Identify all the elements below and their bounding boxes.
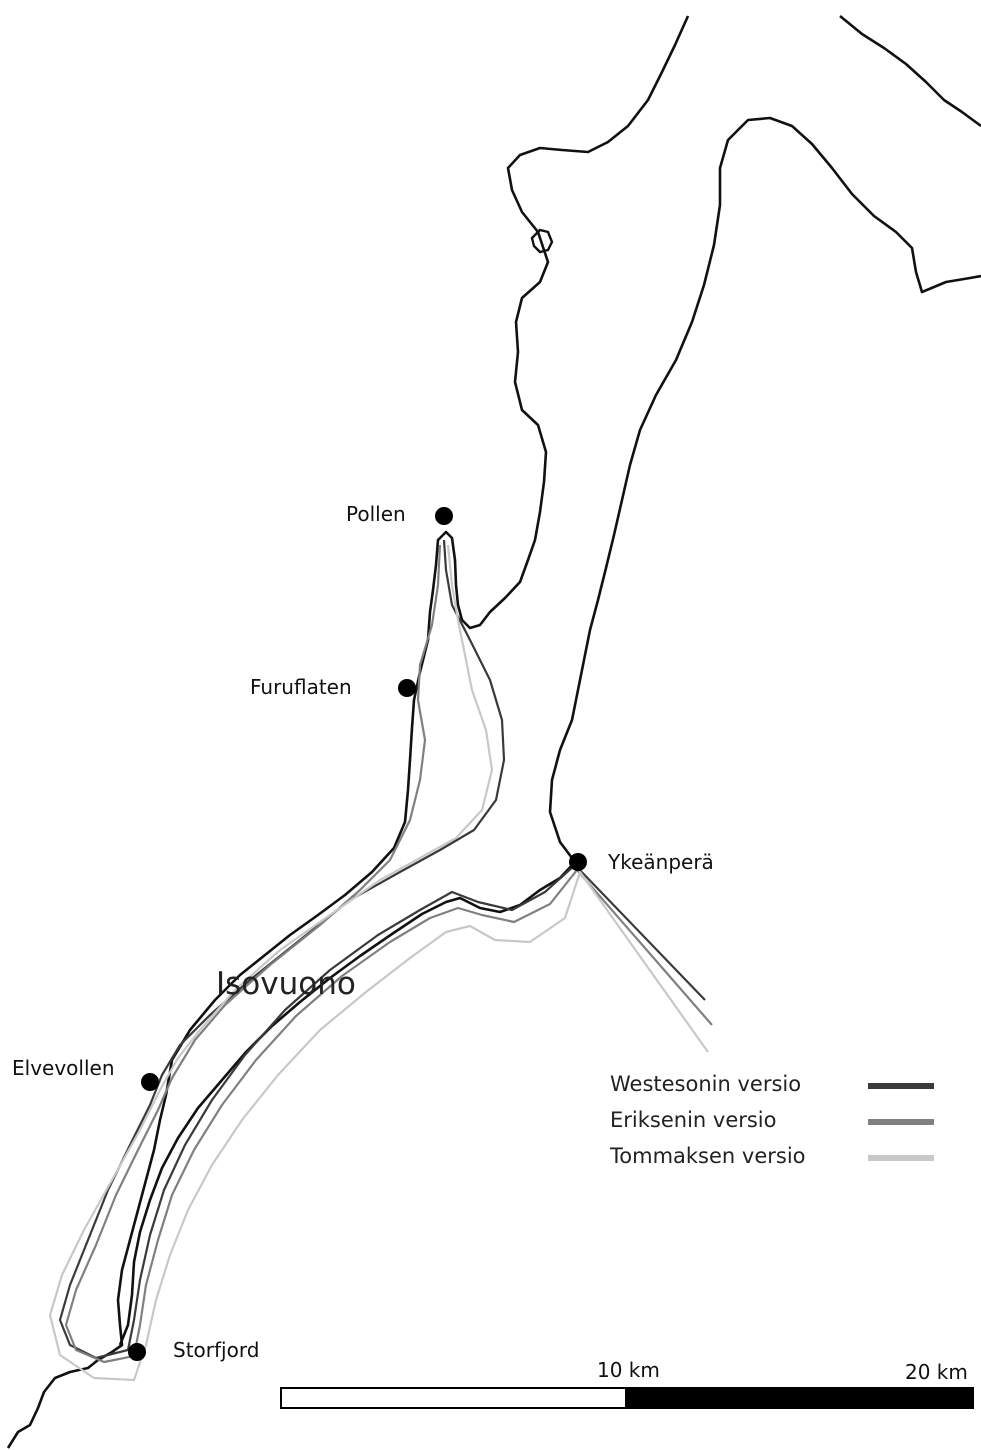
ykeanpera-marker bbox=[569, 853, 587, 871]
scale-bar-white bbox=[280, 1387, 627, 1409]
scale-label-end: 20 km bbox=[905, 1360, 968, 1384]
coastline-east bbox=[118, 116, 981, 1346]
legend-item: Westesonin versio bbox=[610, 1068, 950, 1104]
coastline-northeast bbox=[839, 14, 981, 128]
ykeanpera-label: Ykeänperä bbox=[608, 850, 714, 874]
coastline-west bbox=[6, 15, 690, 1449]
route-tommas bbox=[48, 544, 709, 1382]
legend-swatch bbox=[868, 1155, 934, 1161]
elvevollen-marker bbox=[141, 1073, 159, 1091]
scale-label-mid: 10 km bbox=[597, 1358, 660, 1382]
route-westeson bbox=[58, 539, 706, 1360]
legend-item: Tommaksen versio bbox=[610, 1140, 950, 1176]
legend-swatch bbox=[868, 1119, 934, 1125]
furuflaten-marker bbox=[398, 679, 416, 697]
furuflaten-label: Furuflaten bbox=[250, 675, 352, 699]
legend-label: Tommaksen versio bbox=[610, 1144, 806, 1168]
storfjord-marker bbox=[128, 1343, 146, 1361]
storfjord-label: Storfjord bbox=[173, 1338, 260, 1362]
scale-bar bbox=[280, 1387, 974, 1409]
water-body-label: Isovuono bbox=[216, 966, 356, 1002]
scale-bar-black bbox=[625, 1387, 974, 1409]
legend-label: Eriksenin versio bbox=[610, 1108, 777, 1132]
legend: Westesonin versio Eriksenin versio Tomma… bbox=[610, 1068, 950, 1176]
legend-item: Eriksenin versio bbox=[610, 1104, 950, 1140]
route-eriksen bbox=[64, 544, 713, 1364]
legend-swatch bbox=[868, 1083, 934, 1089]
island bbox=[530, 228, 554, 254]
legend-label: Westesonin versio bbox=[610, 1072, 802, 1096]
pollen-label: Pollen bbox=[346, 502, 406, 526]
pollen-marker bbox=[435, 507, 453, 525]
elvevollen-label: Elvevollen bbox=[12, 1056, 115, 1080]
